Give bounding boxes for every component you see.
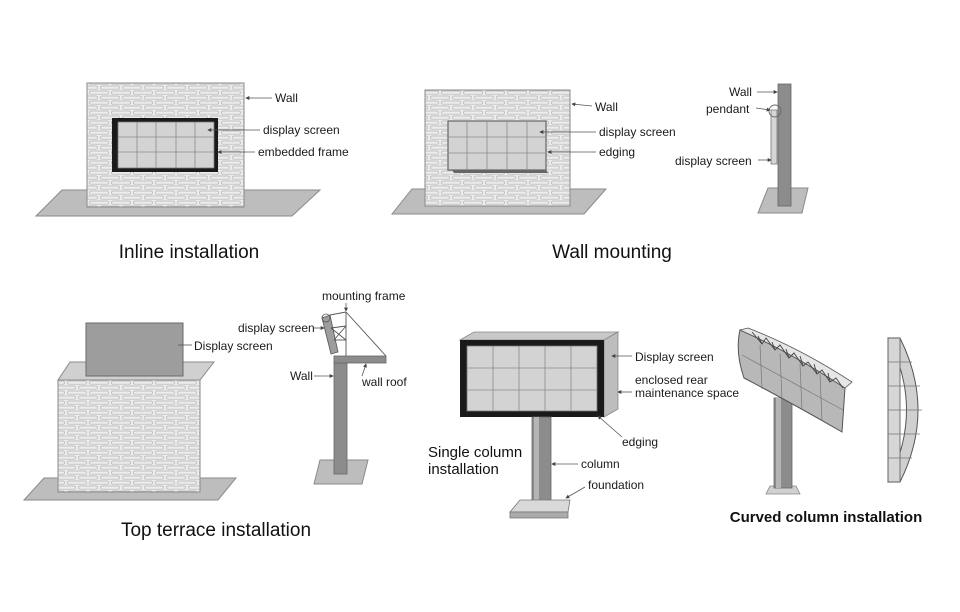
single-edging-label: edging bbox=[622, 435, 658, 449]
wallmount-wall-leader bbox=[571, 102, 593, 107]
wallmount-caption: Wall mounting bbox=[552, 242, 672, 263]
terrace-side-wall bbox=[333, 361, 348, 475]
side-wall bbox=[777, 83, 792, 207]
terrace-side-mounting-frame bbox=[329, 311, 387, 357]
wall-mounting: Wall display screen edging Wall mounting… bbox=[390, 83, 809, 263]
single-foundation-leader bbox=[565, 486, 586, 499]
single-foundation-label: foundation bbox=[588, 478, 644, 492]
curved-screen-side-view bbox=[887, 337, 922, 483]
single-rear-label-1: enclosed rear bbox=[635, 373, 708, 387]
terrace-side-screen bbox=[321, 314, 339, 355]
single-screen-label: Display screen bbox=[635, 350, 714, 364]
inline-installation: Wall display screen embedded frame Inlin… bbox=[34, 82, 349, 263]
side-wall-label: Wall bbox=[729, 85, 752, 99]
single-rear-space bbox=[603, 331, 619, 418]
single-column-installation: Display screen enclosed rear maintenance… bbox=[428, 331, 739, 519]
terrace-side-screen-label: display screen bbox=[238, 321, 315, 335]
single-column-label: column bbox=[581, 457, 620, 471]
inline-display-screen bbox=[117, 121, 215, 169]
curved-column-highlight bbox=[776, 398, 781, 488]
terrace-side-view: mounting frame display screen Wall wall … bbox=[238, 289, 407, 485]
inline-frame-label: embedded frame bbox=[258, 145, 349, 159]
top-terrace-installation: Display screen Top terrace installation … bbox=[22, 289, 407, 541]
inline-wall-label: Wall bbox=[275, 91, 298, 105]
wallmount-screen-label: display screen bbox=[599, 125, 676, 139]
wallmount-display-screen bbox=[447, 120, 548, 173]
single-display-screen bbox=[466, 345, 598, 412]
single-caption-line1: Single column bbox=[428, 444, 522, 461]
terrace-display-screen bbox=[85, 322, 184, 377]
single-box-top bbox=[458, 331, 620, 341]
wallmount-side-view: Wall pendant display screen bbox=[675, 83, 809, 214]
terrace-side-roof bbox=[333, 355, 387, 364]
wallmount-edging-label: edging bbox=[599, 145, 635, 159]
terrace-side-hinge bbox=[321, 313, 331, 323]
single-foundation bbox=[509, 499, 571, 513]
single-foundation-side bbox=[509, 511, 569, 519]
terrace-roof-label: wall roof bbox=[361, 375, 407, 389]
curved-caption: Curved column installation bbox=[730, 509, 923, 526]
wallmount-wall-label: Wall bbox=[595, 100, 618, 114]
terrace-roof-leader bbox=[361, 363, 367, 377]
side-pendant-label: pendant bbox=[706, 102, 750, 116]
single-caption-line2: installation bbox=[428, 461, 499, 478]
single-edging-leader bbox=[597, 415, 623, 438]
single-rear-label-2: maintenance space bbox=[635, 386, 739, 400]
side-pendant-leader bbox=[755, 107, 771, 112]
side-screen-label: display screen bbox=[675, 154, 752, 168]
terrace-brick-wall bbox=[57, 379, 201, 493]
terrace-frame-label: mounting frame bbox=[322, 289, 406, 303]
terrace-caption: Top terrace installation bbox=[121, 520, 311, 541]
inline-screen-label: display screen bbox=[263, 123, 340, 137]
curved-column-installation: Curved column installation bbox=[730, 327, 923, 526]
side-screen bbox=[770, 109, 778, 165]
inline-caption: Inline installation bbox=[119, 242, 259, 263]
single-column-highlight bbox=[534, 417, 539, 501]
terrace-screen-label: Display screen bbox=[194, 339, 273, 353]
curved-screen bbox=[737, 327, 853, 433]
terrace-side-wall-label: Wall bbox=[290, 369, 313, 383]
